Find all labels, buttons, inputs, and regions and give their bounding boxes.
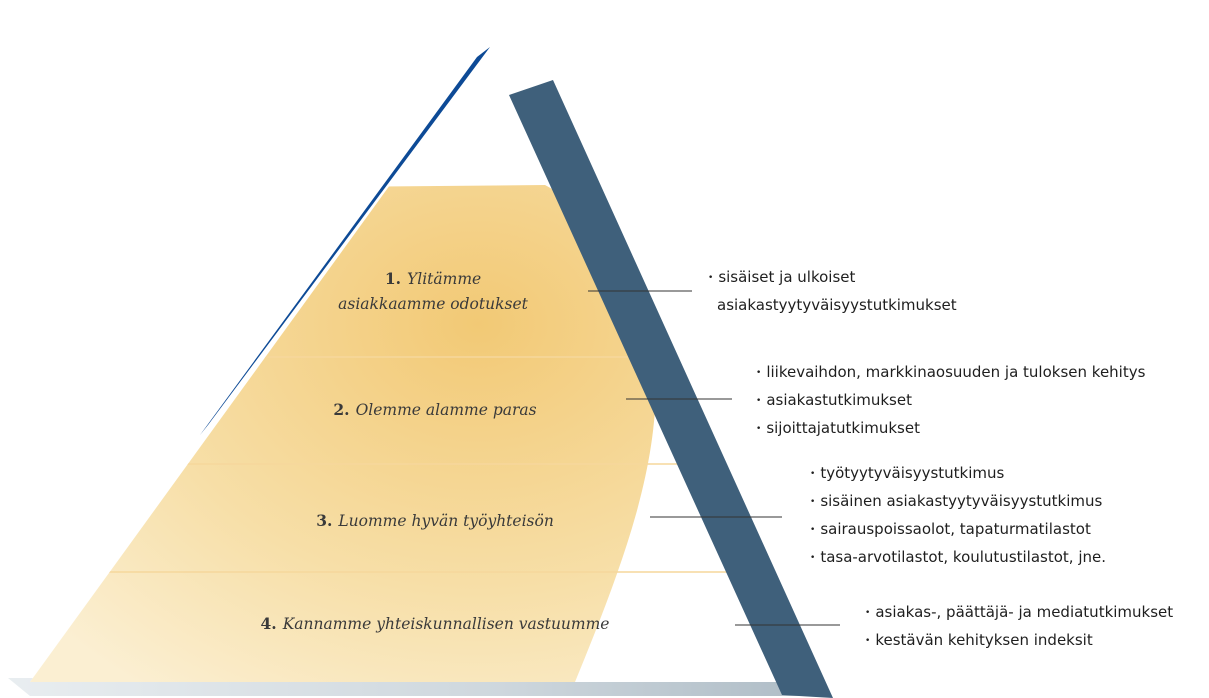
indicator-item: asiakas-, päättäjä- ja mediatutkimukset: [865, 600, 1173, 628]
level-4-label: 4. Kannamme yhteiskunnallisen vastuumme: [195, 611, 675, 637]
slate-band: [509, 80, 833, 698]
indicator-item: tasa-arvotilastot, koulutustilastot, jne…: [810, 545, 1106, 573]
level-1-label: 1.Ylitämme asiakkaamme odotukset: [318, 266, 548, 317]
indicator-item: sisäinen asiakastyytyväisyystutkimus: [810, 489, 1106, 517]
level-1-number: 1.: [384, 269, 401, 288]
indicator-item: asiakastyytyväisyystutkimukset: [717, 296, 957, 314]
level-4-title: Kannamme yhteiskunnallisen vastuumme: [282, 615, 610, 633]
level-4-indicators: asiakas-, päättäjä- ja mediatutkimukset …: [865, 600, 1173, 656]
level-2-label: 2. Olemme alamme paras: [305, 397, 565, 423]
base-shadow: [8, 678, 826, 696]
indicator-item: sijoittajatutkimukset: [756, 416, 1145, 444]
indicator-item: liikevaihdon, markkinaosuuden ja tulokse…: [756, 360, 1145, 388]
level-2-title: Olemme alamme paras: [355, 401, 537, 419]
level-3-title: Luomme hyvän työyhteisön: [338, 512, 554, 530]
indicator-item: asiakastutkimukset: [756, 388, 1145, 416]
level-1-title-line-1: 1.Ylitämme: [384, 269, 482, 288]
level-3-indicators: työtyytyväisyystutkimus sisäinen asiakas…: [810, 461, 1106, 573]
indicator-item: työtyytyväisyystutkimus: [810, 461, 1106, 489]
level-3-label: 3. Luomme hyvän työyhteisön: [265, 508, 605, 534]
indicator-item: sisäiset ja ulkoiset: [708, 265, 957, 293]
blue-stripe: [200, 47, 490, 435]
level-2-number: 2.: [333, 400, 350, 419]
level-1-indicators: sisäiset ja ulkoiset asiakastyytyväisyys…: [708, 265, 957, 321]
pyramid-fill: [30, 185, 656, 682]
indicator-item: sairauspoissaolot, tapaturmatilastot: [810, 517, 1106, 545]
level-2-indicators: liikevaihdon, markkinaosuuden ja tulokse…: [756, 360, 1145, 444]
level-3-number: 3.: [316, 511, 333, 530]
level-4-number: 4.: [260, 614, 277, 633]
level-1-title-line-2: asiakkaamme odotukset: [338, 295, 528, 313]
indicator-item: kestävän kehityksen indeksit: [865, 628, 1173, 656]
